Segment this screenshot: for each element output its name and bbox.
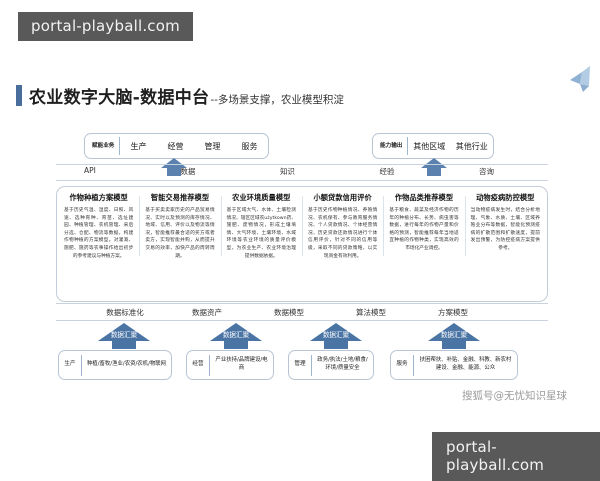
up-arrow-icon-to-output bbox=[421, 158, 447, 176]
divider bbox=[81, 354, 82, 376]
level-solution-model: 方案模型 bbox=[438, 308, 468, 317]
output-item-other-industries[interactable]: 其他行业 bbox=[455, 141, 488, 151]
capsule-enable-business-items: 生产 经营 管理 服务 bbox=[120, 141, 268, 152]
model-card[interactable]: 智能交易推荐模型 基于买卖卖家历史的产品贸易情况、实时以及预测的库存情况、地域、… bbox=[139, 190, 220, 260]
arrow-label: 数据汇聚 bbox=[223, 330, 250, 339]
level-data-standardization: 数据标准化 bbox=[106, 308, 144, 317]
business-item-management[interactable]: 管理 bbox=[204, 141, 221, 151]
title-main-text: 农业数字大脑-数据中台 bbox=[29, 88, 210, 108]
capability-data: 数据 bbox=[180, 167, 196, 176]
source-key-service: 服务 bbox=[396, 361, 408, 368]
divider bbox=[413, 354, 414, 376]
source-value-service: 扶困帮扶、补贴、金融、科教、新农村建设、金融、能源、公众 bbox=[419, 357, 512, 371]
business-item-service[interactable]: 服务 bbox=[241, 141, 258, 151]
model-card-body: 基于历史作物种植情况、养殖情况、农机保有、参与教育服务情况、个人贷款情况、个体经… bbox=[307, 208, 378, 259]
up-arrow-icon-data-aggregation: 数据汇聚 bbox=[428, 323, 480, 349]
model-card[interactable]: 小额贷款信用评价 基于历史作物种植情况、养殖情况、农机保有、参与教育服务情况、个… bbox=[301, 190, 383, 260]
paper-plane-decoration-icon bbox=[570, 66, 590, 92]
model-card-body: 基于历史气温、湿度、日照、风速、选种育种、育苗、选址建园、种植管理、农机管理、采… bbox=[64, 208, 134, 259]
watermark-bottom: portal-playball.com bbox=[432, 432, 600, 481]
capability-api: API bbox=[84, 166, 96, 175]
level-algorithm-model: 算法模型 bbox=[356, 308, 386, 317]
divider-above-level-row bbox=[56, 303, 548, 304]
up-arrow-icon-data-aggregation: 数据汇聚 bbox=[210, 323, 262, 349]
model-card[interactable]: 作物种植方案模型 基于历史气温、湿度、日照、风速、选种育种、育苗、选址建园、种植… bbox=[58, 190, 139, 260]
divider bbox=[119, 137, 120, 155]
divider-below-level-row bbox=[56, 320, 548, 321]
source-key-operation: 经营 bbox=[192, 361, 204, 368]
model-card[interactable]: 动物疫病防控模型 当动物疫病发生时，结合分析地理、气象、水质、土壤、区域养殖业分… bbox=[464, 190, 546, 260]
model-card-title: 作物种植方案模型 bbox=[69, 193, 128, 202]
source-value-management: 政务/执法/土地/粮食/环境/质量安全 bbox=[317, 357, 368, 371]
source-value-production: 种植/畜牧/渔业/农资/农机/物联网 bbox=[86, 361, 167, 368]
capability-knowledge: 知识 bbox=[279, 167, 295, 176]
model-card-body: 基于粮食、蔬菜及经济作物的历年的种植分布、长势、病虫害等数据，进行每年的作物产量… bbox=[389, 208, 459, 252]
model-cards-container: 作物种植方案模型 基于历史气温、湿度、日照、风速、选种育种、育苗、选址建园、种植… bbox=[58, 190, 546, 260]
up-arrow-icon-to-business bbox=[161, 158, 187, 176]
model-card[interactable]: 作物品类推荐模型 基于粮食、蔬菜及经济作物的历年的种植分布、长势、病虫害等数据，… bbox=[383, 190, 464, 260]
up-arrow-icon-data-aggregation: 数据汇聚 bbox=[310, 323, 362, 349]
model-card-title: 智能交易推荐模型 bbox=[150, 193, 210, 202]
source-capsule-operation[interactable]: 经营 产业扶持/品牌建设/电商 bbox=[186, 350, 274, 380]
divider bbox=[209, 354, 210, 376]
up-arrow-icon-data-aggregation: 数据汇聚 bbox=[98, 323, 150, 349]
divider-above-api-row bbox=[56, 164, 548, 165]
model-card-title: 动物疫病防控模型 bbox=[476, 193, 535, 202]
capsule-enable-business-label: 赋能业务 bbox=[92, 142, 115, 149]
level-data-model: 数据模型 bbox=[274, 308, 304, 317]
capability-row: API 数据 知识 经验 咨询 bbox=[84, 166, 494, 177]
level-data-asset: 数据资产 bbox=[192, 308, 222, 317]
model-card-body: 基于买卖卖家历史的产品贸易情况、实时以及预测的库存情况、地域、信用、评价以及物流… bbox=[145, 208, 215, 259]
watermark-top: portal-playball.com bbox=[18, 12, 193, 41]
output-item-other-regions[interactable]: 其他区域 bbox=[413, 141, 446, 151]
source-key-production: 生产 bbox=[64, 361, 76, 368]
source-capsule-service[interactable]: 服务 扶困帮扶、补贴、金融、科教、新农村建设、金融、能源、公众 bbox=[390, 350, 518, 380]
divider bbox=[311, 354, 312, 376]
model-card-title: 农业环境质量模型 bbox=[232, 193, 291, 202]
source-value-operation: 产业扶持/品牌建设/电商 bbox=[215, 357, 268, 371]
source-capsule-production[interactable]: 生产 种植/畜牧/渔业/农资/农机/物联网 bbox=[58, 350, 172, 380]
model-card-body: 基于区域大气、水体、土壤检测情况、辖区区域农użytkown药、施肥、废物情况，… bbox=[226, 208, 296, 259]
arrow-label: 数据汇聚 bbox=[323, 330, 350, 339]
source-capsule-management[interactable]: 管理 政务/执法/土地/粮食/环境/质量安全 bbox=[288, 350, 374, 380]
model-card-title: 小额贷款信用评价 bbox=[313, 193, 372, 202]
capsule-capability-output-items: 其他区域 其他行业 bbox=[408, 141, 493, 152]
arrow-label: 数据汇聚 bbox=[111, 330, 138, 339]
model-card-title: 作物品类推荐模型 bbox=[394, 193, 454, 202]
business-item-operation[interactable]: 经营 bbox=[167, 141, 184, 151]
title-subtitle-text: --多场景支撑，农业模型积淀 bbox=[210, 94, 344, 106]
watermark-sohu: 搜狐号@无忧知识星球 bbox=[462, 390, 567, 402]
business-item-production[interactable]: 生产 bbox=[130, 141, 147, 151]
model-card-body: 当动物疫病发生时，结合分析地理、气象、水质、土壤、区域养殖业分布等数据，智能化预… bbox=[470, 208, 540, 252]
capability-consulting: 咨询 bbox=[479, 167, 494, 176]
source-key-management: 管理 bbox=[294, 361, 306, 368]
model-card[interactable]: 农业环境质量模型 基于区域大气、水体、土壤检测情况、辖区区域农użytkown药… bbox=[220, 190, 302, 260]
title-accent-bar bbox=[16, 85, 22, 106]
capsule-capability-output-label: 能力输出 bbox=[380, 142, 403, 149]
divider-below-api-row bbox=[56, 180, 548, 181]
capsule-capability-output[interactable]: 能力输出 其他区域 其他行业 bbox=[372, 133, 494, 159]
arrow-label: 数据汇聚 bbox=[441, 330, 468, 339]
level-label-row: 数据标准化 数据资产 数据模型 算法模型 方案模型 bbox=[84, 307, 494, 318]
capsule-enable-business[interactable]: 赋能业务 生产 经营 管理 服务 bbox=[84, 133, 269, 159]
page-title: 农业数字大脑-数据中台 --多场景支撑，农业模型积淀 bbox=[16, 82, 344, 108]
divider bbox=[407, 137, 408, 155]
capability-experience: 经验 bbox=[379, 167, 395, 176]
